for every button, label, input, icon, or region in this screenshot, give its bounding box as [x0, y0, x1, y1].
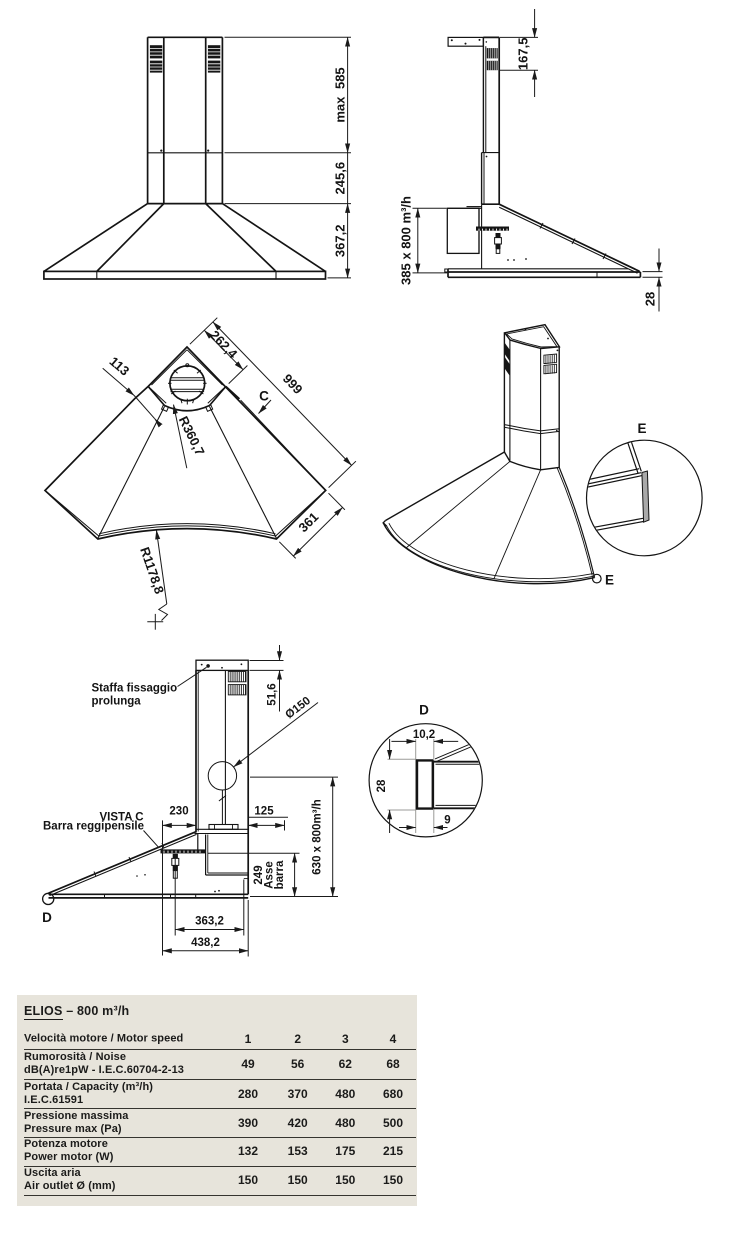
- cell-value: 1: [244, 1032, 252, 1047]
- cell-value: 4: [389, 1032, 397, 1047]
- row-label-line2: Power motor (W): [24, 1151, 114, 1164]
- cell-value: 370: [287, 1086, 308, 1101]
- vista-c-label-staffa-2: prolunga: [92, 696, 142, 708]
- detail-d: [368, 723, 483, 838]
- plan-dim-361: 361: [295, 509, 321, 535]
- cell-value: 49: [241, 1056, 255, 1071]
- side-view-dimensions: [412, 9, 663, 312]
- cell-value: 150: [237, 1173, 259, 1188]
- cell-value: 480: [335, 1115, 356, 1130]
- front-dim-245: 245,6: [333, 162, 348, 195]
- row-label-line1: Pressione massima: [24, 1109, 129, 1122]
- spec-table-title-suffix: – 800 m³/h: [66, 1004, 130, 1018]
- side-dim-385: 385 x 800 m³/h: [399, 196, 414, 285]
- side-dim-28: 28: [643, 292, 658, 306]
- spec-table-title: ELIOS – 800 m³/h: [24, 1004, 130, 1020]
- cell-value: 150: [335, 1173, 356, 1188]
- plan-dim-999: 999: [280, 371, 306, 397]
- plan-dim-262: 262,4: [207, 327, 241, 361]
- cell-value: 215: [382, 1144, 404, 1159]
- cell-value: 150: [287, 1173, 308, 1188]
- cell-value: 390: [237, 1115, 259, 1130]
- table-row-motor-speed: Velocità motore / Motor speed 1 2 3 4: [24, 1030, 416, 1050]
- perspective-detail-e-label: E: [637, 421, 646, 436]
- vista-c-dim-249: 249: [253, 865, 265, 884]
- cell-value: 2: [294, 1032, 302, 1047]
- plan-view: [43, 345, 327, 540]
- plan-view-dimensions: [102, 317, 357, 630]
- vista-c-dim-asse: Asse: [264, 861, 276, 889]
- vista-c-label-staffa-1: Staffa fissaggio: [92, 683, 178, 695]
- perspective-corner-e-label: E: [605, 573, 614, 588]
- spec-table: ELIOS – 800 m³/h Velocità motore / Motor…: [17, 995, 417, 1206]
- row-label-line2: dB(A)re1pW - I.E.C.60704-2-13: [24, 1063, 184, 1076]
- vista-c-dim-51: 51,6: [267, 683, 279, 705]
- spec-table-model: ELIOS: [24, 1004, 63, 1020]
- front-dim-max-585: max 585: [333, 67, 348, 122]
- cell-value: 68: [386, 1056, 400, 1071]
- front-vent-grilles: [149, 45, 221, 73]
- side-dim-167: 167,5: [516, 38, 531, 71]
- detail-d-dim-9: 9: [444, 815, 450, 827]
- row-label-line2: Air outlet Ø (mm): [24, 1180, 116, 1193]
- vista-c-dim-125: 125: [254, 806, 274, 818]
- row-label-line1: Rumorosità / Noise: [24, 1050, 127, 1063]
- front-view: [43, 36, 327, 280]
- vista-c-view: [41, 659, 250, 906]
- cell-value: 680: [382, 1086, 404, 1101]
- cell-value: 150: [382, 1173, 404, 1188]
- row-label: Velocità motore / Motor speed: [24, 1032, 184, 1045]
- row-label-line1: Portata / Capacity (m³/h): [24, 1080, 154, 1093]
- front-dim-367: 367,2: [333, 225, 348, 258]
- row-label-line1: Uscita aria: [24, 1167, 81, 1180]
- plan-dim-r360: R360,7: [176, 414, 208, 458]
- vista-c-marker-d: D: [42, 910, 52, 925]
- cell-value: 280: [237, 1086, 259, 1101]
- vista-c-label-barra: Barra reggipensile: [43, 821, 144, 833]
- vista-c-dim-barra: barra: [274, 860, 286, 889]
- plan-dim-r1178: R1178,8: [137, 545, 167, 596]
- row-label-line2: Pressure max (Pa): [24, 1122, 122, 1135]
- table-row-capacity: Portata / Capacity (m³/h)I.E.C.61591 280…: [24, 1079, 416, 1109]
- vista-c-dim-630: 630 x 800m³/h: [312, 799, 324, 874]
- side-view: [444, 36, 642, 279]
- cell-value: 500: [382, 1115, 404, 1130]
- plan-view-arrow-label: C: [259, 389, 269, 404]
- detail-d-label: D: [419, 703, 429, 718]
- detail-d-dim-28: 28: [376, 779, 388, 792]
- perspective-view: [382, 323, 602, 585]
- cell-value: 56: [291, 1056, 305, 1071]
- drawings-canvas: max 585 245,6 367,2: [41, 9, 703, 957]
- row-label-line1: Potenza motore: [24, 1138, 108, 1151]
- vista-c-title: VISTA C: [100, 812, 144, 824]
- vista-c-dim-363: 363,2: [195, 916, 224, 928]
- vista-c-dimensions: [143, 645, 338, 957]
- detail-d-dim-102: 10,2: [413, 729, 435, 741]
- detail-e-circle: [585, 439, 703, 557]
- cell-value: 175: [335, 1144, 356, 1159]
- front-view-dimensions: [224, 36, 351, 279]
- vista-c-dim-438: 438,2: [191, 937, 220, 949]
- cell-value: 153: [287, 1144, 308, 1159]
- cell-value: 420: [287, 1115, 308, 1130]
- cell-value: 132: [237, 1144, 259, 1159]
- vista-c-dim-230: 230: [169, 806, 188, 818]
- cell-value: 3: [341, 1032, 349, 1047]
- cell-value: 480: [335, 1086, 356, 1101]
- row-label-line2: I.E.C.61591: [24, 1093, 84, 1106]
- cell-value: 62: [338, 1056, 352, 1071]
